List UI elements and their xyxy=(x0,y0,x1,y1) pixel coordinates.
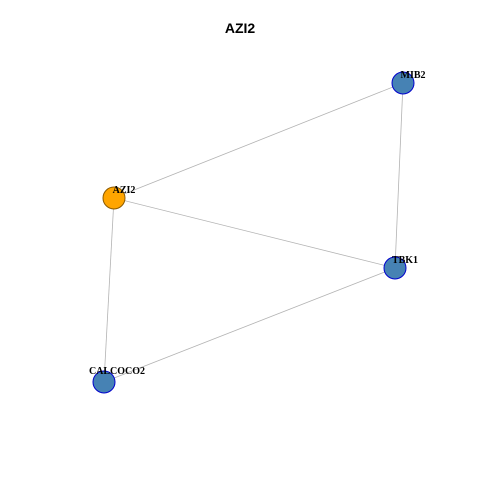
node-label-tbk1: TBK1 xyxy=(392,255,418,266)
node-circle-calcoco2 xyxy=(92,370,116,394)
graph-title: AZI2 xyxy=(224,20,256,36)
edge-azi2-calcoco2 xyxy=(103,197,115,383)
node-label-calcoco2: CALCOCO2 xyxy=(89,366,145,377)
edge-layer xyxy=(103,82,404,383)
node-mib2: MIB2 xyxy=(391,70,426,95)
node-tbk1: TBK1 xyxy=(383,255,418,280)
node-azi2: AZI2 xyxy=(102,185,136,210)
edge-azi2-tbk1 xyxy=(113,197,396,269)
node-label-mib2: MIB2 xyxy=(401,70,426,81)
node-circle-tbk1 xyxy=(383,256,407,280)
edge-azi2-mib2 xyxy=(113,82,404,199)
edge-tbk1-calcoco2 xyxy=(103,267,396,383)
node-calcoco2: CALCOCO2 xyxy=(89,366,145,394)
edge-mib2-tbk1 xyxy=(394,82,404,269)
node-circle-azi2 xyxy=(102,186,126,210)
node-label-azi2: AZI2 xyxy=(113,185,136,196)
node-circle-mib2 xyxy=(391,71,415,95)
